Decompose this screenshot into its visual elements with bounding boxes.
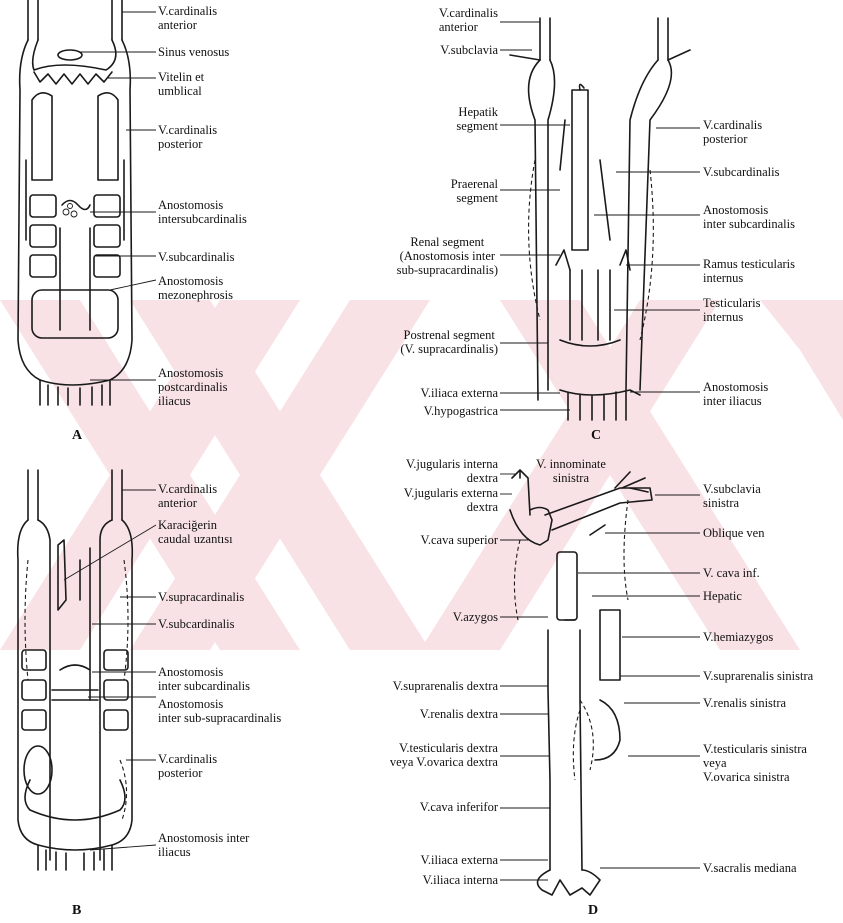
label-c-hypogastrica: V.hypogastrica xyxy=(424,404,498,418)
label-d-azygos: V.azygos xyxy=(453,610,498,624)
label-d-oblique: Oblique ven xyxy=(703,526,764,540)
label-b-subcardinalis: V.subcardinalis xyxy=(158,617,235,631)
label-d-renalis-sin: V.renalis sinistra xyxy=(703,696,786,710)
panel-d-drawing xyxy=(510,470,652,895)
panel-letter-a: A xyxy=(72,428,82,444)
panel-c-drawing xyxy=(510,18,690,420)
label-d-iliaca-int: V.iliaca interna xyxy=(423,873,498,887)
panel-a-drawing xyxy=(18,0,132,405)
label-d-cava-inf-short: V. cava inf. xyxy=(703,566,760,580)
label-a-subcardinalis: V.subcardinalis xyxy=(158,250,235,264)
label-c-subclavia: V.subclavia xyxy=(440,43,498,57)
label-d-sacralis: V.sacralis mediana xyxy=(703,861,797,875)
label-a-sinus-venosus: Sinus venosus xyxy=(158,45,229,59)
label-b-supracardinalis: V.supracardinalis xyxy=(158,590,244,604)
panel-b-drawing xyxy=(18,470,133,870)
label-d-cava-inferifor: V.cava inferifor xyxy=(420,800,498,814)
label-d-supraren-sin: V.suprarenalis sinistra xyxy=(703,669,813,683)
label-d-iliaca-ext: V.iliaca externa xyxy=(420,853,498,867)
label-c-postrenal: Postrenal segment(V. supracardinalis) xyxy=(400,328,498,356)
panel-letter-c: C xyxy=(591,428,601,444)
panel-letter-b: B xyxy=(72,903,81,919)
label-c-subcardinalis: V.subcardinalis xyxy=(703,165,780,179)
label-d-hemiazygos: V.hemiazygos xyxy=(703,630,773,644)
label-d-supraren-dex: V.suprarenalis dextra xyxy=(393,679,498,693)
label-d-cava-sup: V.cava superior xyxy=(420,533,498,547)
label-d-renalis-dex: V.renalis dextra xyxy=(420,707,498,721)
label-c-iliaca-externa: V.iliaca externa xyxy=(420,386,498,400)
label-d-hepatic: Hepatic xyxy=(703,589,742,603)
panel-letter-d: D xyxy=(588,903,598,919)
